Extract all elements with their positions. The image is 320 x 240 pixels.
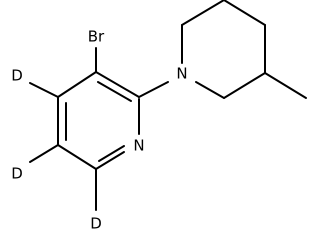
bond-c4-d [29,82,59,98]
bond-c6-n1 [95,151,125,170]
bond-c3-c4 [57,71,97,98]
pyridine-nitrogen-label: N [133,137,144,155]
bond-c2p-c3p [181,0,225,26]
pyridine-ring [57,71,140,170]
bond-c2-c3-inner [97,81,132,102]
bond-c2-c3 [95,71,140,98]
atom-labels: Br N N D D D [11,28,187,233]
bond-c6p-npip [195,81,225,99]
deuterium-4-label: D [11,67,23,85]
substituent-bonds [29,47,169,211]
piperidine-nitrogen-label: N [176,65,187,83]
bond-c5p-c6p [223,72,266,99]
bond-c3p-c4p [223,0,266,26]
bond-c6-n1-inner [98,145,125,162]
bond-c5p-methyl [264,72,307,99]
bond-c5-d [29,144,59,163]
bromine-label: Br [88,28,105,46]
bond-c2-npip [138,81,169,98]
piperidine-ring [181,0,307,99]
bond-c5-c6 [57,144,97,170]
deuterium-6-label: D [90,215,102,233]
deuterium-5-label: D [11,165,23,183]
